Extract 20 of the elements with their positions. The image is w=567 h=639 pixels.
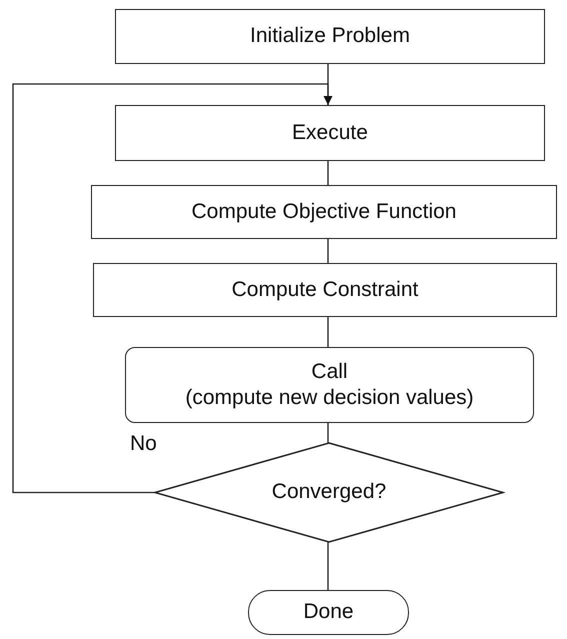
- node-text: Call: [311, 358, 348, 385]
- node-text: (compute new decision values): [185, 385, 474, 411]
- node-text: Converged?: [272, 479, 386, 506]
- process-box: [115, 9, 545, 64]
- node-text: Done: [303, 599, 354, 626]
- node-text: Compute Objective Function: [192, 198, 456, 225]
- process-box: [125, 347, 534, 423]
- process-box: [93, 263, 557, 317]
- connector-line: [327, 317, 329, 347]
- terminal-box: [248, 590, 409, 635]
- process-box: [91, 185, 557, 239]
- process-box: [115, 105, 545, 161]
- node-text: Compute Constraint: [232, 276, 418, 303]
- node-text: Execute: [292, 120, 368, 146]
- connector-line: [327, 423, 329, 443]
- connector-line: [327, 239, 329, 263]
- connector-line: [327, 161, 329, 185]
- connector-line: [12, 83, 332, 494]
- node-text: Initialize Problem: [250, 23, 410, 50]
- connector-line: [327, 542, 329, 590]
